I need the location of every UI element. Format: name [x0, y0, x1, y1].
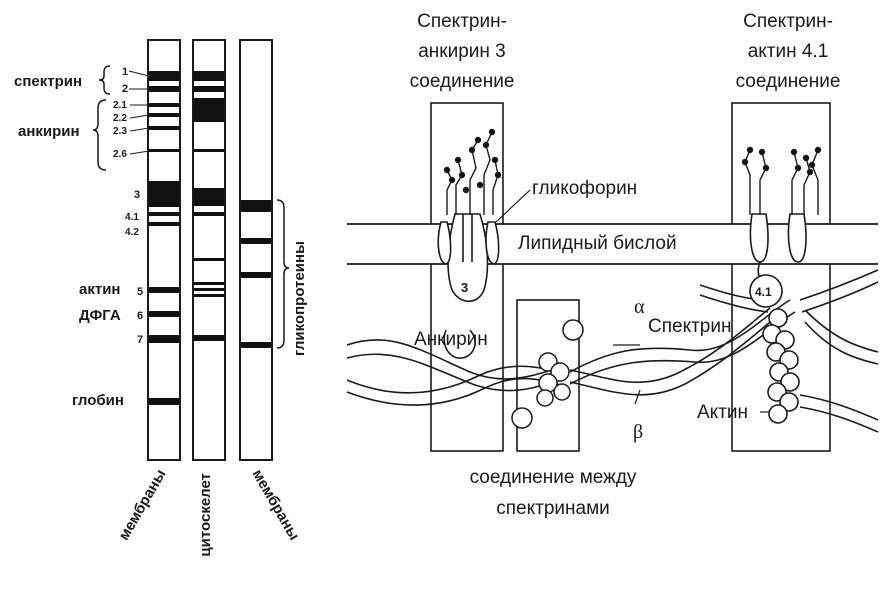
band-num-2-3: 2.3 [113, 126, 127, 137]
label-spectrin: Спектрин [648, 316, 731, 337]
label-glycophorin: гликофорин [532, 178, 637, 199]
band-num-6: 6 [137, 310, 143, 322]
cyto-band-2x [194, 98, 224, 122]
protein-name-labels: спектрин анкирин актин ДФГА глобин [14, 73, 124, 409]
cyto-band-2 [194, 86, 224, 92]
glyco-band-3 [241, 272, 271, 278]
band-num-2: 2 [122, 83, 128, 95]
sj-line1: соединение между [470, 467, 637, 488]
gel-panel: 1 2 2.1 2.2 2.3 2.6 3 4.1 4.2 5 6 7 спек… [14, 39, 308, 557]
glyco-band-1 [241, 200, 271, 212]
label-beta: β [633, 421, 643, 443]
cyto-band-1 [194, 71, 224, 81]
junction-cluster [511, 319, 584, 429]
band-num-2-1: 2.1 [113, 100, 127, 111]
lane-label-membranes-2: мембраны [249, 467, 303, 544]
label-spectrin: спектрин [14, 73, 82, 90]
band-num-3: 3 [134, 189, 140, 201]
band-2 [149, 86, 179, 92]
band-2-1 [149, 103, 179, 107]
lane1-bands [149, 71, 179, 405]
band-num-4-1: 4.1 [125, 212, 139, 223]
sa-line3: соединение [410, 71, 515, 92]
band41-marker: 4.1 [755, 285, 772, 299]
glycophorin-trees-left [443, 128, 502, 215]
band-5 [149, 287, 179, 293]
cyto-band-3 [194, 188, 224, 206]
band-3 [149, 181, 179, 207]
brace-glycoproteins [276, 199, 290, 349]
band-globin [149, 398, 179, 405]
sj-line2: спектринами [496, 498, 610, 519]
box-spectrin-junction [516, 299, 580, 452]
sact-line3: соединение [736, 71, 841, 92]
brace-spectrin [98, 65, 111, 95]
band-number-labels: 1 2 2.1 2.2 2.3 2.6 3 4.1 4.2 5 6 7 [113, 66, 150, 346]
band3-marker: 3 [461, 280, 468, 295]
band-4-2 [149, 222, 179, 226]
label-lipid-bilayer: Липидный бислой [518, 233, 677, 254]
box-spectrin-ankyrin [430, 102, 504, 452]
label-actin: актин [79, 281, 120, 298]
sa-line1: Спектрин- [417, 11, 507, 32]
band-1 [149, 71, 179, 81]
leader-lines [495, 189, 770, 413]
glyco-band-2 [241, 238, 271, 244]
band-6 [149, 311, 179, 317]
glycophorin-trees-right [741, 146, 822, 215]
cyto-band-5b [194, 288, 224, 291]
band-4-1 [149, 212, 179, 216]
box-spectrin-actin [731, 102, 831, 452]
lane-cytoskeleton [192, 39, 226, 461]
band-num-4-2: 4.2 [125, 227, 139, 238]
label-ankyrin: анкирин [18, 123, 80, 140]
band-num-1: 1 [122, 66, 128, 78]
schematic-panel: 3 [346, 11, 879, 519]
label-actin: Актин [697, 402, 748, 423]
label-alpha: α [634, 296, 645, 318]
band-num-2-2: 2.2 [113, 113, 127, 124]
label-spectrin-junction: соединение между спектринами [470, 467, 637, 519]
band-num-5: 5 [137, 286, 143, 298]
lane-membranes-glyco [239, 39, 273, 461]
sact-line1: Спектрин- [743, 11, 833, 32]
label-dfga: ДФГА [79, 307, 121, 324]
lane-label-cytoskeleton: цитоскелет [197, 473, 214, 557]
lane-label-membranes: мембраны [115, 467, 169, 544]
spectrin-strands [346, 269, 879, 433]
band-2-3 [149, 126, 179, 130]
band-num-2-6: 2.6 [113, 149, 127, 160]
cyto-band-4-2 [194, 258, 224, 261]
cyto-band-5a [194, 282, 224, 285]
lane2-bands [194, 71, 224, 341]
sact-line2: актин 4.1 [748, 41, 829, 62]
brace-ankyrin [92, 99, 107, 171]
actin-complex [749, 213, 807, 424]
band-2-6 [149, 149, 179, 152]
label-spectrin-actin-junction: Спектрин- актин 4.1 соединение [736, 11, 841, 92]
label-spectrin-ankyrin-junction: Спектрин- анкирин 3 соединение [410, 11, 515, 92]
sa-line2: анкирин 3 [418, 41, 506, 62]
cyto-band-5c [194, 294, 224, 297]
label-glycoproteins: гликопротеины [291, 241, 308, 356]
cyto-band-7 [194, 335, 224, 341]
label-globin: глобин [72, 392, 124, 409]
band-7 [149, 335, 179, 343]
cyto-band-4-1 [194, 212, 224, 216]
band-num-7: 7 [137, 334, 143, 346]
lane-membranes [147, 39, 181, 461]
lane3-bands [241, 200, 271, 348]
band3-complex [437, 213, 500, 359]
cyto-band-2-6 [194, 149, 224, 152]
band-2-2 [149, 113, 179, 117]
label-ankyrin: Анкирин [414, 329, 488, 350]
glyco-band-4 [241, 342, 271, 348]
